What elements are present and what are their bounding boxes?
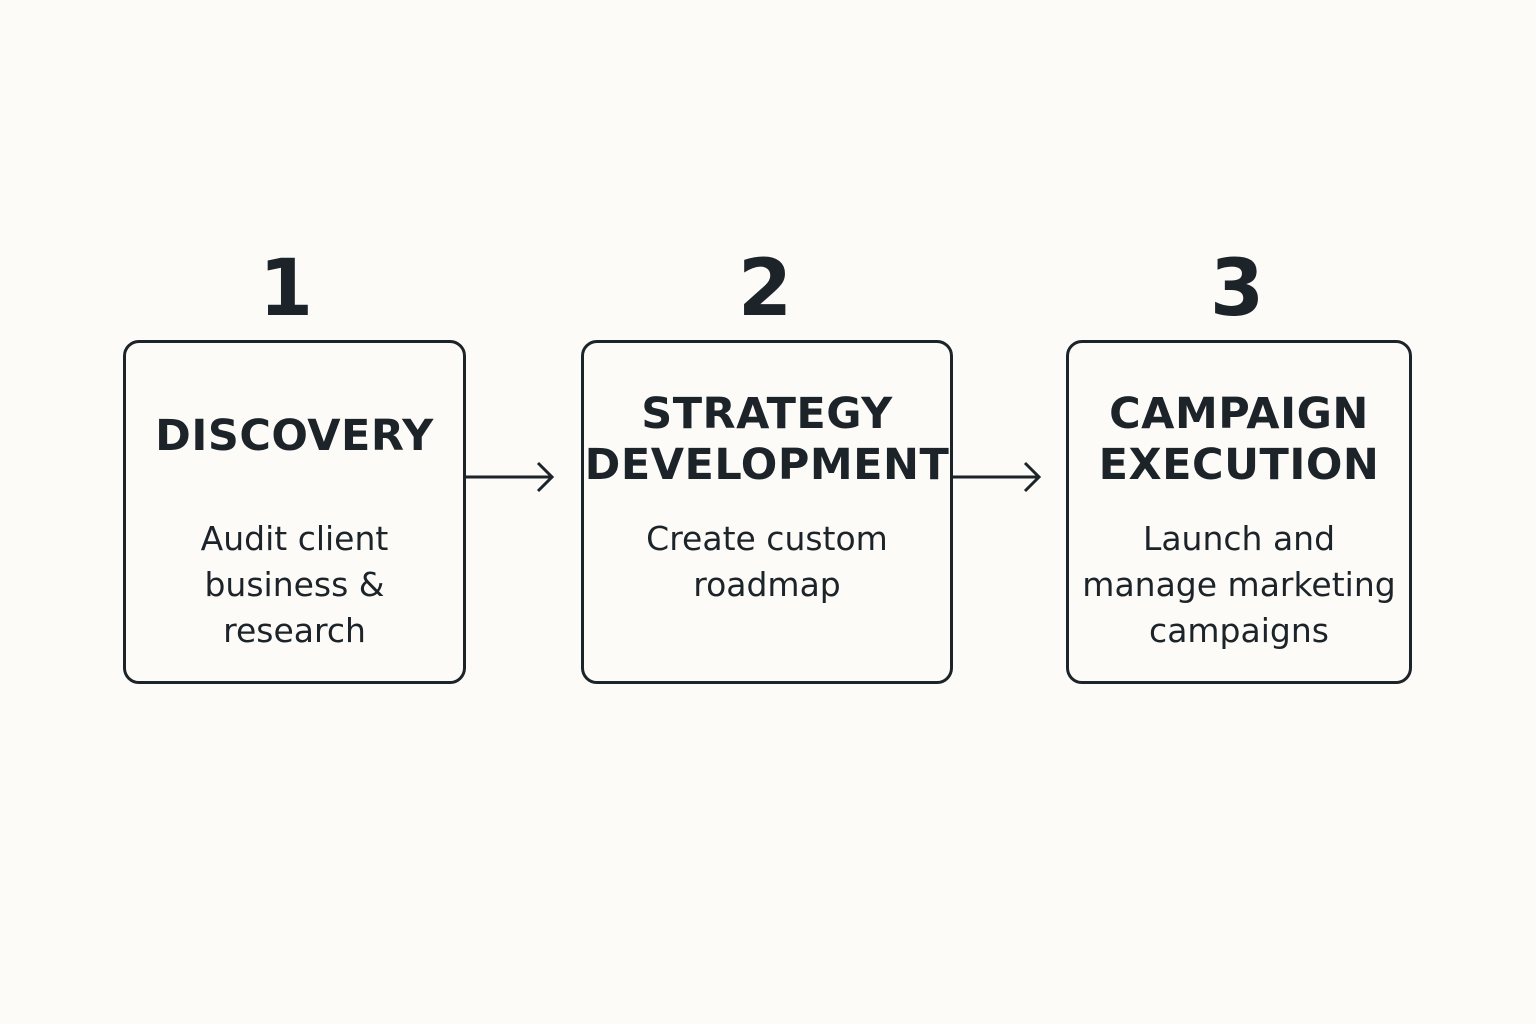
step-2-description: Create custom roadmap <box>646 519 888 604</box>
step-1-number: 1 <box>258 244 314 334</box>
arrow-right-icon <box>953 461 1042 493</box>
step-2-box: STRATEGY DEVELOPMENT Create custom roadm… <box>581 340 953 684</box>
step-3-box: CAMPAIGN EXECUTION Launch and manage mar… <box>1066 340 1412 684</box>
step-2-number: 2 <box>737 244 793 334</box>
step-2-title: STRATEGY DEVELOPMENT <box>584 389 950 490</box>
step-3-description: Launch and manage marketing campaigns <box>1082 519 1396 650</box>
step-1-title: DISCOVERY <box>155 411 434 461</box>
step-3-number: 3 <box>1209 244 1265 334</box>
arrow-right-icon <box>466 461 555 493</box>
step-1-box: DISCOVERY Audit client business & resear… <box>123 340 466 684</box>
step-1-description: Audit client business & research <box>200 519 389 650</box>
step-3-title: CAMPAIGN EXECUTION <box>1098 389 1380 490</box>
